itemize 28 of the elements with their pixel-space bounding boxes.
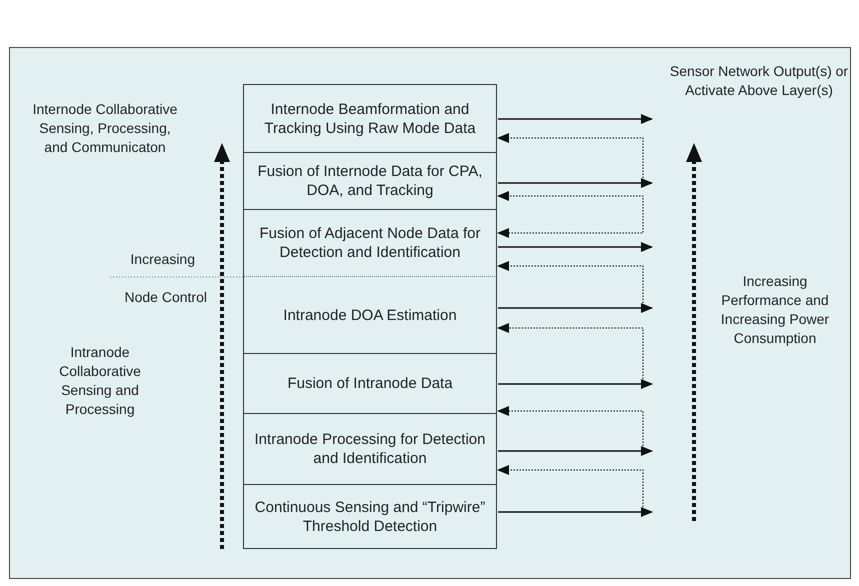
annotation-text: Internode Collaborative Sensing, Processing, and Communicaton bbox=[32, 100, 178, 157]
annotation-text: Sensor Network Output(s) or Activate Above Layer(s) bbox=[668, 62, 850, 100]
output-arrow bbox=[498, 446, 653, 456]
output-arrow bbox=[498, 242, 653, 252]
annotation-text: Increasing bbox=[129, 250, 195, 269]
output-arrow bbox=[498, 379, 653, 389]
layer-text: Intranode Processing for Detection and Identification bbox=[254, 430, 486, 468]
layer-text: Internode Beamformation and Tracking Using Raw Mode Data bbox=[263, 100, 477, 138]
annotation-text: Node Control bbox=[124, 288, 207, 307]
output-arrow bbox=[498, 507, 653, 517]
output-arrow bbox=[498, 178, 653, 188]
annotation-text: Intranode Collaborative Sensing and Processing bbox=[58, 343, 142, 419]
layer-text: Fusion of Adjacent Node Data for Detection and Identification bbox=[258, 224, 482, 262]
layer-box bbox=[243, 353, 497, 413]
annotation-text: Increasing Performance and Increasing Power Consumption bbox=[720, 272, 830, 348]
layer-box bbox=[243, 209, 497, 277]
layer-box bbox=[243, 84, 497, 152]
feedback-arrow bbox=[497, 191, 644, 238]
layer-text: Fusion of Internode Data for CPA, DOA, and Tracking bbox=[256, 162, 484, 200]
layer-box bbox=[243, 484, 497, 549]
layer-text: Intranode DOA Estimation bbox=[283, 306, 457, 324]
layer-box bbox=[243, 413, 497, 484]
layer-box bbox=[243, 152, 497, 209]
layer-text: Continuous Sensing and “Tripwire” Threshold Detection bbox=[254, 498, 486, 536]
layer-text: Fusion of Intranode Data bbox=[287, 374, 453, 393]
output-arrow bbox=[498, 303, 653, 313]
output-arrow bbox=[498, 114, 653, 124]
layer-box bbox=[243, 277, 497, 353]
